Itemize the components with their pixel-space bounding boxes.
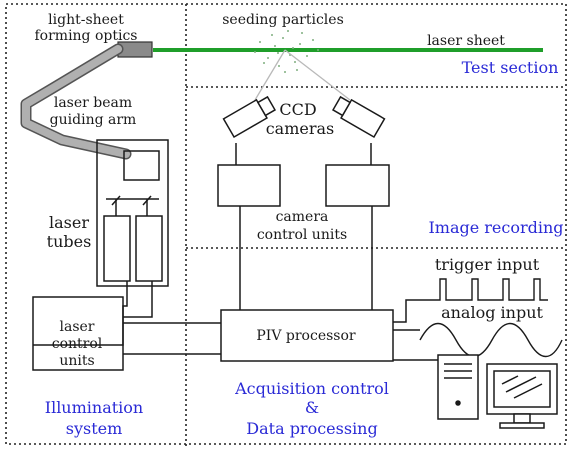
computer-icon — [437, 354, 558, 429]
laser-tubes-label-1: laser — [49, 213, 89, 232]
acquisition-control-label-1: Acquisition control — [234, 379, 389, 398]
laser-control-units-box — [32, 296, 124, 371]
seeding-particle-cloud — [254, 30, 319, 73]
analog-input-label: analog input — [441, 303, 543, 322]
laser-tubes-housing — [96, 139, 169, 287]
laser-tubes-label-2: tubes — [47, 232, 92, 251]
beam-combiner-box — [123, 150, 160, 181]
laser-control-units-label-3: units — [59, 353, 94, 369]
camera-control-wiring — [235, 143, 373, 310]
laser-control-units-label-1: laser — [60, 319, 95, 335]
camera-view-lines — [254, 49, 351, 101]
trigger-input-label: trigger input — [435, 255, 540, 274]
seeding-particles-label: seeding particles — [222, 12, 344, 28]
laser-control-units-label-2: control — [52, 336, 103, 352]
camera-control-unit-left — [217, 164, 281, 207]
test-section-label: Test section — [462, 58, 559, 77]
computer-tower — [437, 354, 479, 420]
camera-control-units-label-2: control units — [257, 227, 347, 243]
trigger-pulse-signal — [430, 278, 548, 301]
camera-control-unit-right — [325, 164, 390, 207]
ccd-cameras-label-1: CCD — [279, 100, 316, 119]
outer-frame — [5, 3, 567, 445]
illumination-system-label-1: Illumination — [45, 398, 143, 417]
acquisition-control-label-3: Data processing — [246, 419, 377, 438]
image-recording-label: Image recording — [428, 218, 563, 237]
acquisition-control-label-2: & — [305, 398, 319, 417]
illumination-system-label-2: system — [66, 419, 123, 438]
piv-processor-box — [220, 309, 394, 362]
ccd-cameras-label-2: cameras — [266, 119, 335, 138]
ccd-camera-right — [331, 95, 386, 139]
camera-control-units-label-1: camera — [276, 209, 329, 225]
laser-sheet-label: laser sheet — [427, 33, 505, 49]
input-wiring — [393, 299, 438, 361]
laser-beam-arm-label-1: laser beam — [54, 95, 132, 111]
laser-beam-guiding-arm — [20, 43, 132, 160]
laser-tube-right — [135, 215, 163, 282]
laser-beam-arm-label-2: guiding arm — [50, 112, 137, 128]
region-borders — [5, 3, 567, 446]
ccd-camera-left — [222, 95, 277, 139]
piv-processor-label: PIV processor — [256, 328, 356, 344]
light-sheet-optics-label-2: forming optics — [34, 28, 137, 44]
light-sheet-optics-label-1: light-sheet — [48, 12, 124, 28]
laser-tube-left — [103, 215, 131, 282]
analog-sine-signal — [419, 322, 563, 358]
